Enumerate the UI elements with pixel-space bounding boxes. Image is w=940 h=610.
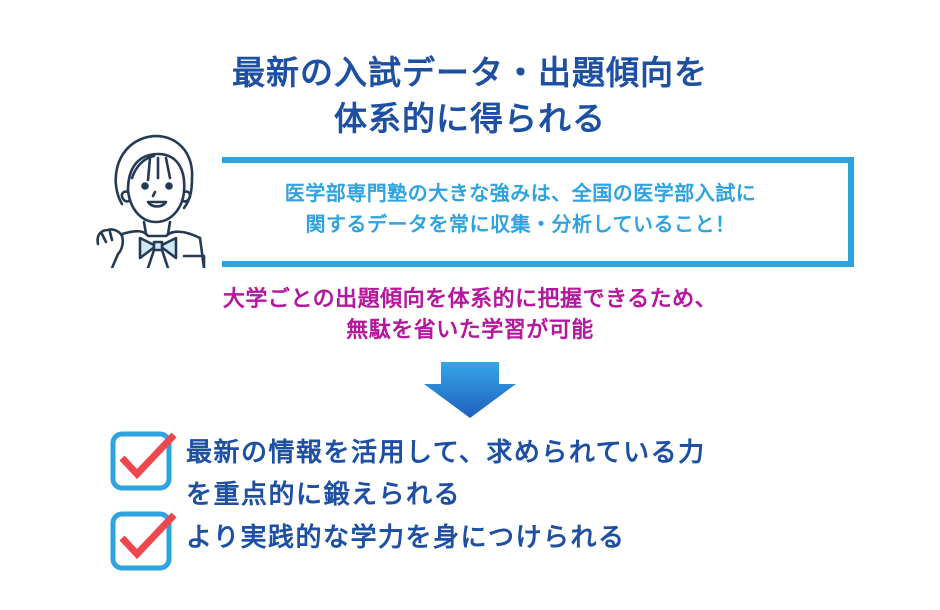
checkbox-checked-icon [110,511,177,571]
page-title-line2: 体系的に得られる [334,99,606,138]
callout-line2: 関するデータを常に収集・分析していること！ [305,212,736,236]
callout-line1: 医学部専門塾の大きな強みは、全国の医学部入試に [284,181,757,205]
checkbox-checked-icon [110,431,177,491]
highlight-line1: 大学ごとの出題傾向を体系的に把握できるため、 [222,287,718,312]
benefit-1-line2: を重点的に鍛えられる [186,480,462,510]
highlight-line2: 無駄を省いた学習が可能 [346,318,594,343]
page-title-line1: 最新の入試データ・出題傾向を [232,53,708,92]
callout-text: 医学部専門塾の大きな強みは、全国の医学部入試に 関するデータを常に収集・分析して… [193,178,848,240]
benefit-2-line1: より実践的な学力を身につけられる [186,523,626,553]
student-girl-illustration-icon [92,126,222,268]
down-arrow-icon [424,362,516,418]
callout-box [165,157,854,267]
benefit-1-line1: 最新の情報を活用して、求められている力 [186,438,706,468]
